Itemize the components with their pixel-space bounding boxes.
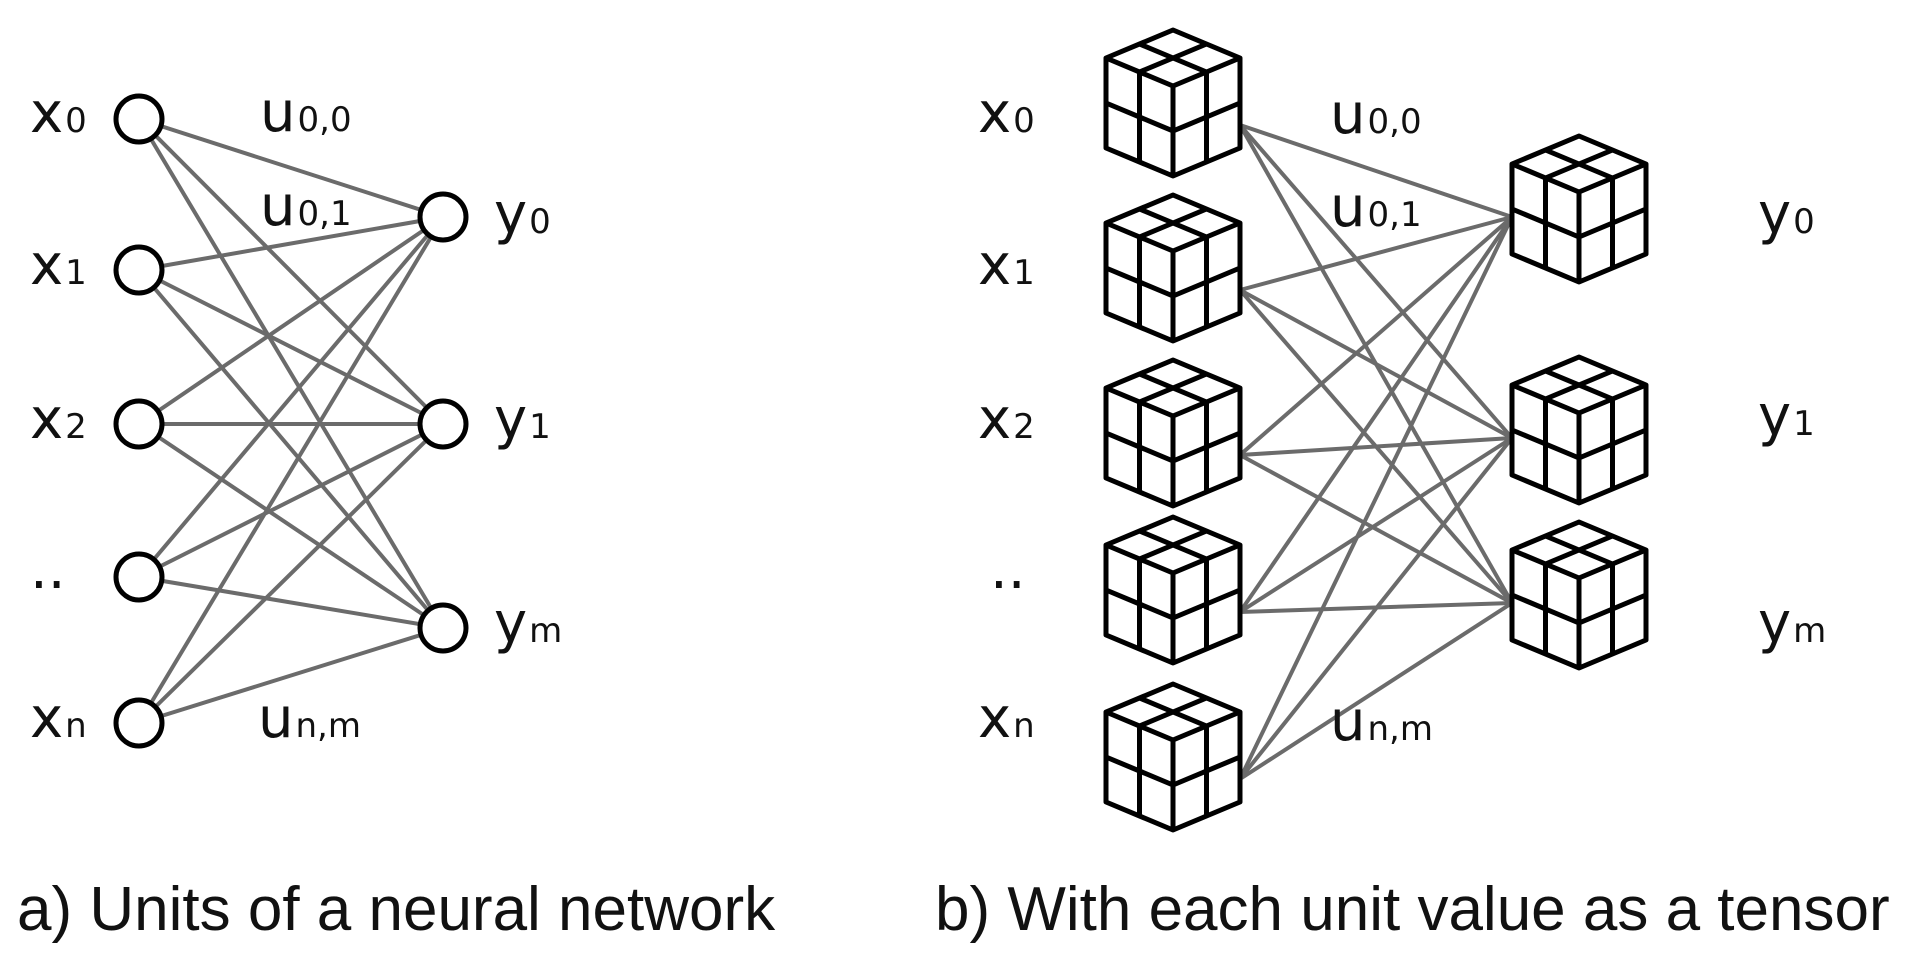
- label-u00: u0,0: [260, 80, 352, 145]
- label-b-y1: y1: [1758, 384, 1815, 449]
- edge-a-x4-y2: [138, 626, 444, 725]
- output-tensor-cube-2: [1509, 519, 1649, 671]
- input-node-2: [113, 398, 165, 450]
- label-b-y0: y0: [1758, 182, 1815, 247]
- edge-a-x1-y1: [138, 268, 444, 426]
- panel-b-nodes: [1103, 27, 1649, 833]
- caption-a: a) Units of a neural network: [17, 875, 776, 944]
- label-u01: u0,1: [260, 174, 352, 239]
- edge-a-x2-y2: [137, 422, 445, 630]
- output-tensor-cube-0: [1509, 133, 1649, 285]
- edge-a-x4-y1: [137, 422, 445, 725]
- label-y1: y1: [494, 387, 551, 452]
- label-y0: y0: [494, 182, 551, 247]
- label-b-u00: u0,0: [1330, 82, 1422, 147]
- edge-a-x0-y0: [138, 117, 444, 219]
- edge-a-x2-y0: [137, 215, 445, 426]
- input-tensor-cube-3: [1103, 514, 1243, 666]
- output-node-1: [417, 398, 469, 450]
- edge-b-x4-y2: [1238, 601, 1514, 781]
- label-b-x0: x0: [978, 81, 1035, 146]
- output-node-2: [417, 602, 469, 654]
- label-unm: un,m: [258, 686, 361, 751]
- input-node-4: [113, 697, 165, 749]
- input-tensor-cube-4: [1103, 681, 1243, 833]
- label-b-ellipsis: ..: [990, 537, 1026, 602]
- panel-a-input-labels: x0 x1 x2 .. xn: [30, 81, 87, 751]
- caption-b: b) With each unit value as a tensor: [935, 875, 1890, 944]
- panel-b-weight-labels: u0,0 u0,1 un,m: [1330, 82, 1433, 754]
- edge-b-x1-y1: [1239, 288, 1513, 440]
- label-b-x1: x1: [978, 233, 1035, 298]
- edge-b-x2-y1: [1239, 436, 1513, 457]
- edge-b-x0-y0: [1239, 123, 1513, 219]
- label-b-u01: u0,1: [1330, 175, 1422, 240]
- edge-b-x4-y1: [1238, 436, 1514, 781]
- input-tensor-cube-2: [1103, 357, 1243, 509]
- panel-b-edges: [1238, 123, 1514, 781]
- edge-b-x0-y1: [1238, 123, 1514, 440]
- label-b-unm: un,m: [1330, 689, 1433, 754]
- edge-a-x3-y0: [137, 215, 445, 579]
- edge-a-x3-y1: [138, 422, 444, 579]
- edge-b-x2-y2: [1239, 453, 1513, 605]
- label-x0: x0: [30, 81, 87, 146]
- edge-a-x3-y2: [138, 575, 444, 630]
- panel-b-input-labels: x0 x1 x2 .. xn: [978, 81, 1035, 751]
- edge-a-x1-y2: [137, 268, 445, 630]
- label-ellipsis: ..: [30, 537, 66, 602]
- label-xn: xn: [30, 686, 87, 751]
- label-b-x2: x2: [978, 387, 1035, 452]
- input-node-3: [113, 551, 165, 603]
- input-tensor-cube-0: [1103, 27, 1243, 179]
- panel-a-weight-labels: u0,0 u0,1 un,m: [258, 80, 361, 751]
- edge-b-x4-y0: [1238, 216, 1514, 780]
- edge-a-x4-y0: [137, 215, 445, 725]
- input-tensor-cube-1: [1103, 192, 1243, 344]
- input-node-0: [113, 93, 165, 145]
- label-x2: x2: [30, 387, 87, 452]
- panel-a-nodes: [113, 93, 469, 749]
- label-ym: ym: [494, 591, 562, 656]
- edge-b-x1-y0: [1239, 215, 1513, 292]
- edge-b-x3-y0: [1238, 215, 1514, 614]
- output-node-0: [417, 191, 469, 243]
- panel-b-output-labels: y0 y1 ym: [1758, 182, 1826, 656]
- label-b-xn: xn: [978, 686, 1035, 751]
- panel-a-output-labels: y0 y1 ym: [494, 182, 562, 656]
- input-node-1: [113, 244, 165, 296]
- panel-a-edges: [137, 117, 445, 725]
- edge-a-x1-y0: [138, 215, 444, 272]
- label-b-ym: ym: [1758, 591, 1826, 656]
- output-tensor-cube-1: [1509, 354, 1649, 506]
- label-x1: x1: [30, 233, 87, 298]
- edge-b-x3-y1: [1238, 436, 1514, 614]
- edge-a-x0-y1: [137, 117, 445, 426]
- edge-b-x2-y0: [1238, 215, 1514, 457]
- edge-a-x0-y2: [137, 117, 445, 630]
